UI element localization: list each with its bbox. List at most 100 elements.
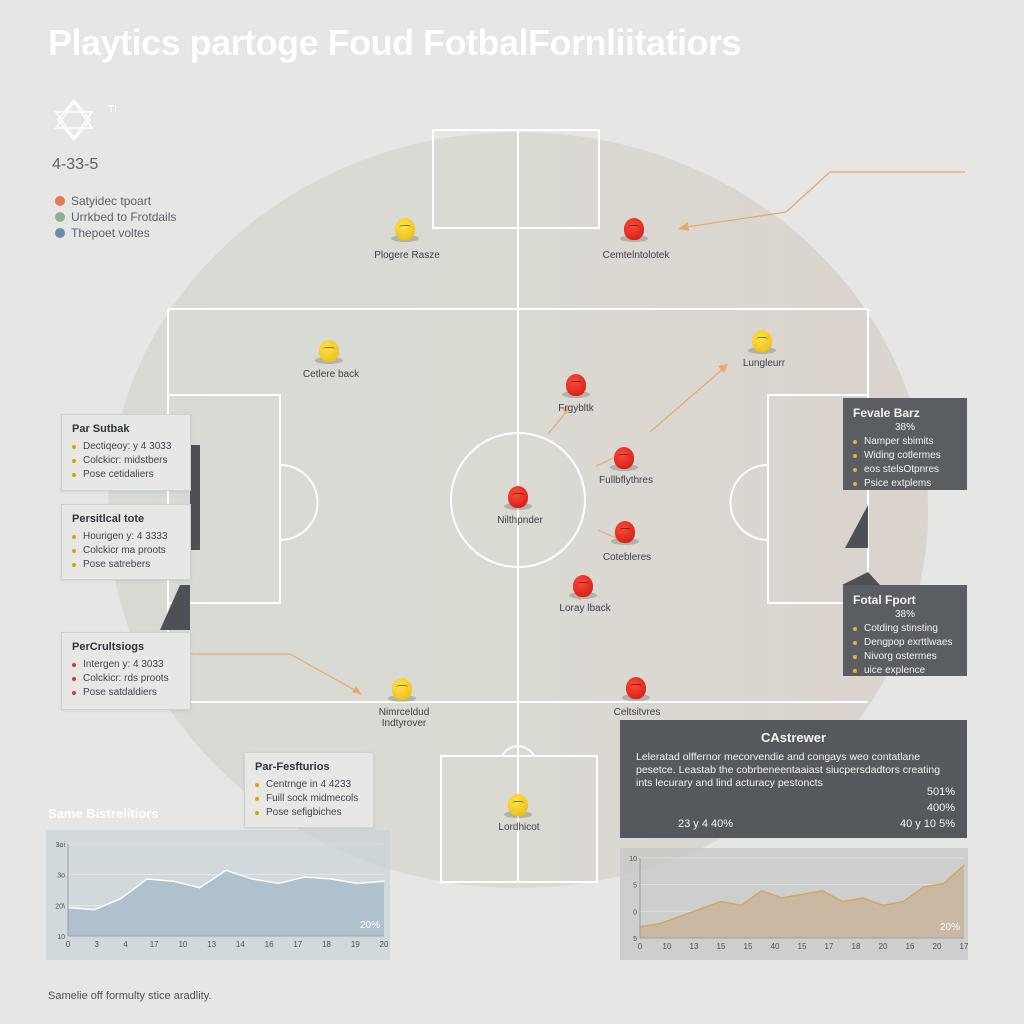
data-point (760, 889, 763, 892)
card-item: Fuill sock midmecols (255, 793, 363, 804)
x-tick-label: 20 (879, 942, 888, 951)
card-item: Pose cetidaliers (72, 469, 180, 480)
x-tick-label: 10 (663, 942, 672, 951)
legend-dot (55, 228, 65, 238)
footer-note: Samelie off formulty stice aradlity. (48, 990, 212, 1002)
caster-stat-left: 23 y 4 40% (678, 818, 734, 830)
card-item: Namper sbimits (853, 436, 957, 447)
y-tick-label: 20\ (55, 903, 65, 910)
player-token[interactable] (742, 330, 782, 354)
y-tick-label: 5 (633, 936, 637, 943)
player-token[interactable] (556, 374, 596, 398)
callout-pointers (160, 445, 880, 630)
card-item: Psice extplems (853, 478, 957, 489)
card-item: Colckicr: midstbers (72, 455, 180, 466)
data-point (356, 882, 359, 885)
player-token[interactable] (385, 218, 425, 242)
player-label: Plogere Rasze (374, 250, 440, 261)
stat-card: Fevale Barz 38% Namper sbimits Widing co… (843, 398, 967, 490)
player-label: Nimrceldud Indtyrover (378, 707, 430, 729)
y-tick-label: 3o (57, 873, 65, 880)
data-point (93, 908, 96, 911)
player-token[interactable] (498, 486, 538, 510)
data-point (225, 869, 227, 872)
player-token[interactable] (382, 678, 422, 702)
info-card: Par-Fesfturios Centrnge in 4 4233 Fuill … (244, 752, 374, 828)
caster-title: CAstrewer (760, 730, 827, 745)
x-tick-label: 20 (380, 940, 389, 949)
x-tick-label: 14 (236, 940, 245, 949)
card-title: PerCrultsiogs (72, 641, 145, 653)
info-card: PerCrultsiogs Intergen y: 4 3033 Colckic… (61, 632, 191, 710)
x-tick-label: 17 (293, 940, 302, 949)
data-point (801, 893, 803, 896)
data-point (861, 897, 864, 899)
card-item: Intergen y: 4 3033 (72, 659, 180, 670)
data-point (277, 882, 280, 885)
card-item: eos stelsOtpnres (853, 464, 957, 475)
card-title: Fevale Barz (853, 406, 920, 420)
card-item: uice explence (853, 665, 957, 676)
x-tick-label: 13 (207, 940, 216, 949)
card-item: Cotding stinsting (853, 623, 957, 634)
player-token[interactable] (616, 677, 656, 701)
player-label: Cetlere back (302, 369, 360, 380)
x-tick-label: 3 (95, 940, 100, 949)
data-point (198, 887, 201, 889)
card-item: Colckicr: rds proots (72, 673, 180, 684)
card-item: Hourigen y: 4 3333 (72, 531, 180, 542)
x-tick-label: 15 (717, 942, 726, 951)
x-tick-label: 20 (933, 942, 942, 951)
data-point (821, 889, 824, 892)
x-tick-label: 17 (960, 942, 968, 951)
y-tick-label: 5 (633, 883, 637, 890)
stat-card: Fotal Fport 38% Cotding stinsting Dengpo… (843, 585, 967, 676)
y-tick-label: 3oi (56, 842, 66, 849)
x-tick-label: 0 (66, 940, 71, 949)
svg-text:TI: TI (108, 104, 117, 115)
player-label: Nilthpnder (497, 515, 543, 526)
data-point (383, 880, 385, 883)
card-title: Fotal Fport (853, 593, 916, 607)
x-tick-label: 40 (771, 942, 780, 951)
data-point (251, 878, 254, 880)
y-tick-label: 0 (633, 909, 637, 916)
formation-label: 4-33-5 (52, 156, 99, 173)
card-item: Pose satdaldiers (72, 687, 180, 698)
x-tick-label: 17 (150, 940, 159, 949)
player-label: Lordhicot (498, 822, 540, 833)
formation-logo-icon: TI (54, 98, 117, 142)
player-token[interactable] (604, 447, 644, 471)
card-title: Persitlcal tote (72, 513, 145, 525)
info-card: Persitlcal tote Hourigen y: 4 3333 Colck… (61, 504, 191, 580)
data-point (330, 878, 333, 880)
player-token[interactable] (605, 521, 645, 545)
legend-item: Urrkbed to Frotdails (55, 209, 176, 225)
x-tick-label: 16 (265, 940, 274, 949)
player-label: Fullbflythres (599, 475, 653, 486)
card-item: Dectiqeoy: y 4 3033 (72, 441, 180, 452)
player-token[interactable] (498, 794, 538, 818)
caster-stat-right: 40 y 10 5% (899, 818, 955, 830)
player-token[interactable] (563, 575, 603, 599)
x-tick-label: 16 (906, 942, 915, 951)
player-token[interactable] (309, 340, 349, 364)
caster-percent-b: 400% (926, 802, 955, 814)
card-item: Widing cotlermes (853, 450, 957, 461)
series-area (68, 870, 384, 936)
x-tick-label: 13 (690, 942, 699, 951)
player-label: Loray lback (559, 603, 611, 614)
data-point (942, 882, 945, 885)
data-point (963, 864, 965, 867)
page-title: Playtics partoge Foud FotbalFornliitatio… (48, 22, 742, 63)
player-label: Lungleurr (742, 358, 786, 369)
chart-annotation: 20% (940, 922, 960, 933)
y-tick-label: 10 (57, 934, 65, 941)
x-tick-label: 18 (852, 942, 861, 951)
player-token[interactable] (614, 218, 654, 242)
data-point (146, 878, 148, 880)
data-point (740, 904, 743, 907)
card-item: Pose sefigbiches (255, 807, 363, 818)
